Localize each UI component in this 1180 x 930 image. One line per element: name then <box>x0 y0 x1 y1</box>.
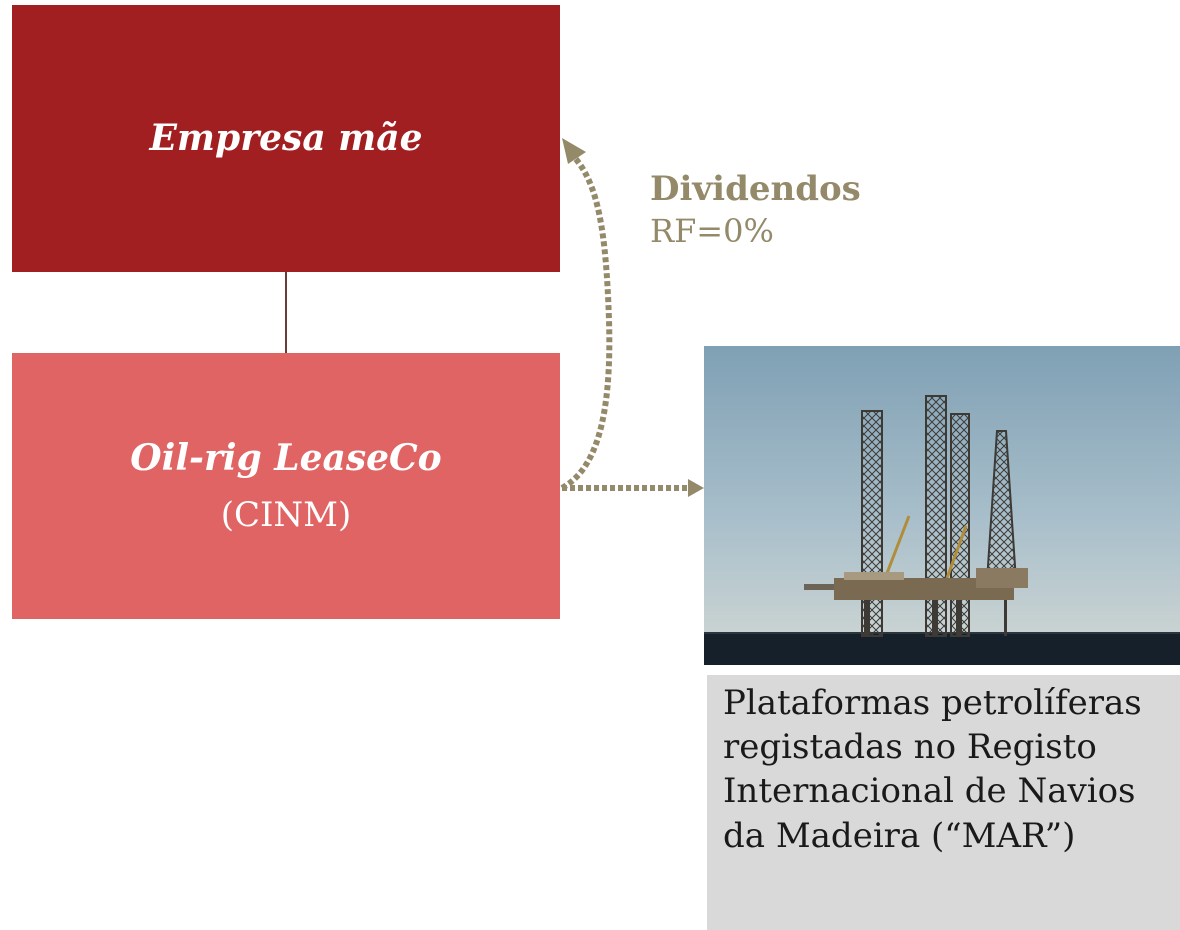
parent-company-box: Empresa mãe <box>12 5 560 272</box>
dividend-label: Dividendos RF=0% <box>650 168 861 251</box>
asset-caption: Plataformas petrolíferas registadas no R… <box>723 683 1142 856</box>
dividend-title: Dividendos <box>650 169 861 209</box>
dividend-flow-arrow <box>560 156 613 491</box>
subsidiary-box: Oil-rig LeaseCo (CINM) <box>12 353 560 619</box>
asset-caption-box: Plataformas petrolíferas registadas no R… <box>707 675 1180 930</box>
lease-arrowhead-icon <box>688 479 704 497</box>
parent-company-label: Empresa mãe <box>149 116 423 159</box>
oil-rig-photo <box>704 346 1180 665</box>
subsidiary-name: Oil-rig LeaseCo <box>130 437 442 480</box>
withholding-tax-rate: RF=0% <box>650 211 774 250</box>
ownership-connector-line <box>285 272 287 353</box>
subsidiary-regime: (CINM) <box>220 494 352 535</box>
dividend-arrowhead-icon <box>562 138 586 164</box>
